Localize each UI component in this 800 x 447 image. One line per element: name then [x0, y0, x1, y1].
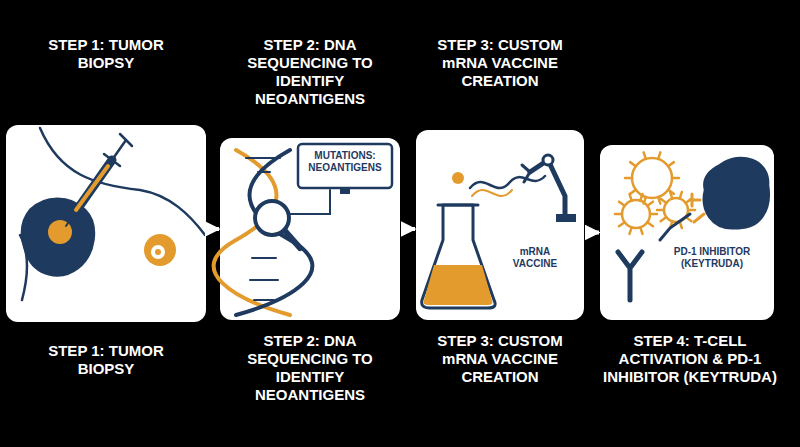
- flow-arrow: [585, 231, 599, 235]
- step-label: STEP 1: TUMOR BIOPSY: [36, 342, 176, 378]
- step-label: STEP 3: CUSTOM mRNA VACCINE CREATION: [420, 36, 580, 90]
- panel-ground: [6, 125, 206, 322]
- panel-text: PD-1 INHIBITOR (KEYTRUDA): [662, 246, 762, 270]
- step-panel: STEP 3: CUSTOM mRNA VACCINE CREATIONmRNA…: [416, 130, 584, 320]
- panel-ground: [416, 130, 584, 320]
- step-label: STEP 3: CUSTOM mRNA VACCINE CREATION: [420, 332, 580, 386]
- flow-arrow: [401, 227, 415, 231]
- step-panel: PD-1 INHIBITOR (KEYTRUDA)STEP 4: T-CELL …: [600, 145, 774, 320]
- step-panel: STEP 1: TUMOR BIOPSYSTEP 1: TUMOR BIOPSY: [6, 125, 206, 322]
- step-label: STEP 2: DNA SEQUENCING TO IDENTIFY NEOAN…: [225, 36, 395, 108]
- vaccine-illustration: [422, 155, 576, 308]
- step-label: STEP 2: DNA SEQUENCING TO IDENTIFY NEOAN…: [225, 332, 395, 404]
- step-label: STEP 1: TUMOR BIOPSY: [36, 36, 176, 72]
- flow-arrow: [207, 227, 219, 231]
- panel-ground: [600, 145, 774, 320]
- biopsy-illustration: [20, 128, 205, 300]
- tcell-illustration: [615, 152, 769, 300]
- step-label: STEP 4: T-CELL ACTIVATION & PD-1 INHIBIT…: [595, 332, 785, 386]
- panel-text: MUTATIONS: NEOANTIGENS: [300, 150, 390, 174]
- panel-text: mRNA VACCINE: [505, 246, 565, 270]
- dna-illustration: [214, 144, 392, 315]
- panel-ground: [220, 138, 400, 320]
- step-panel: STEP 2: DNA SEQUENCING TO IDENTIFY NEOAN…: [220, 138, 400, 320]
- panel-grounds: [6, 125, 774, 322]
